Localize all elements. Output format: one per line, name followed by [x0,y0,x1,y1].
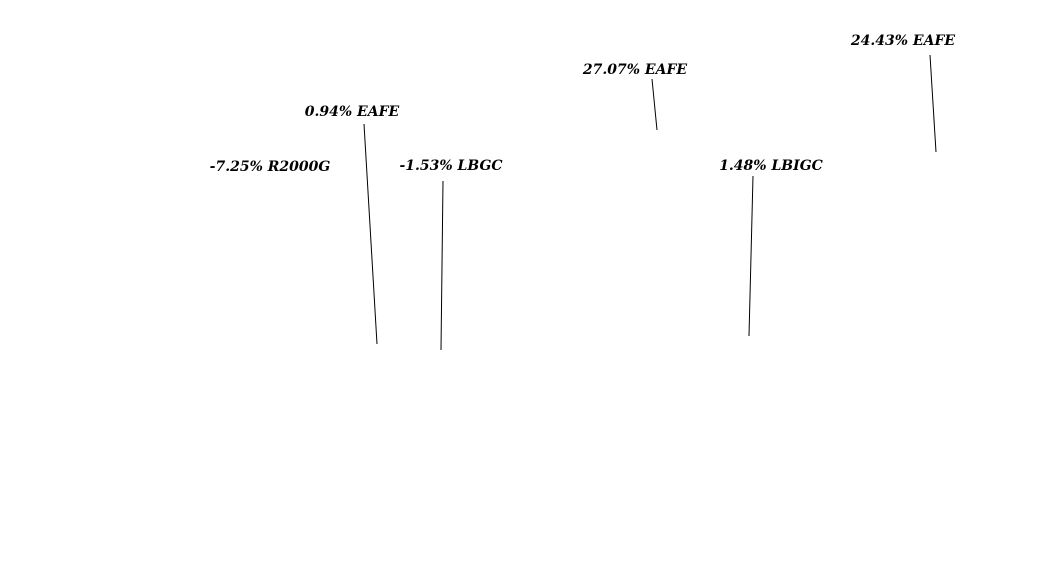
annotation-label-lbgc: -1.53% LBGC [399,158,502,174]
annotation-lbigc: 1.48% LBIGC [719,158,823,337]
annotation-label-eafe-2: 27.07% EAFE [582,62,687,78]
annotation-label-eafe-1: 0.94% EAFE [305,104,400,120]
leader-line-eafe-3 [929,54,937,153]
leader-line-eafe-2 [651,78,658,131]
leader-line-lbigc [748,175,754,337]
annotation-eafe-2: 27.07% EAFE [582,62,687,131]
annotation-label-r2000g: -7.25% R2000G [210,159,331,175]
leader-line-eafe-1 [363,123,378,345]
annotation-label-lbigc: 1.48% LBIGC [719,158,823,174]
annotation-eafe-1: 0.94% EAFE [305,104,400,345]
annotation-r2000g: -7.25% R2000G [210,159,331,175]
leader-line-lbgc [440,180,444,351]
annotation-eafe-3: 24.43% EAFE [850,33,955,153]
annotation-lbgc: -1.53% LBGC [399,158,503,351]
annotation-group: -7.25% R2000G 0.94% EAFE -1.53% LBGC 27.… [210,33,955,351]
annotation-label-eafe-3: 24.43% EAFE [850,33,955,49]
